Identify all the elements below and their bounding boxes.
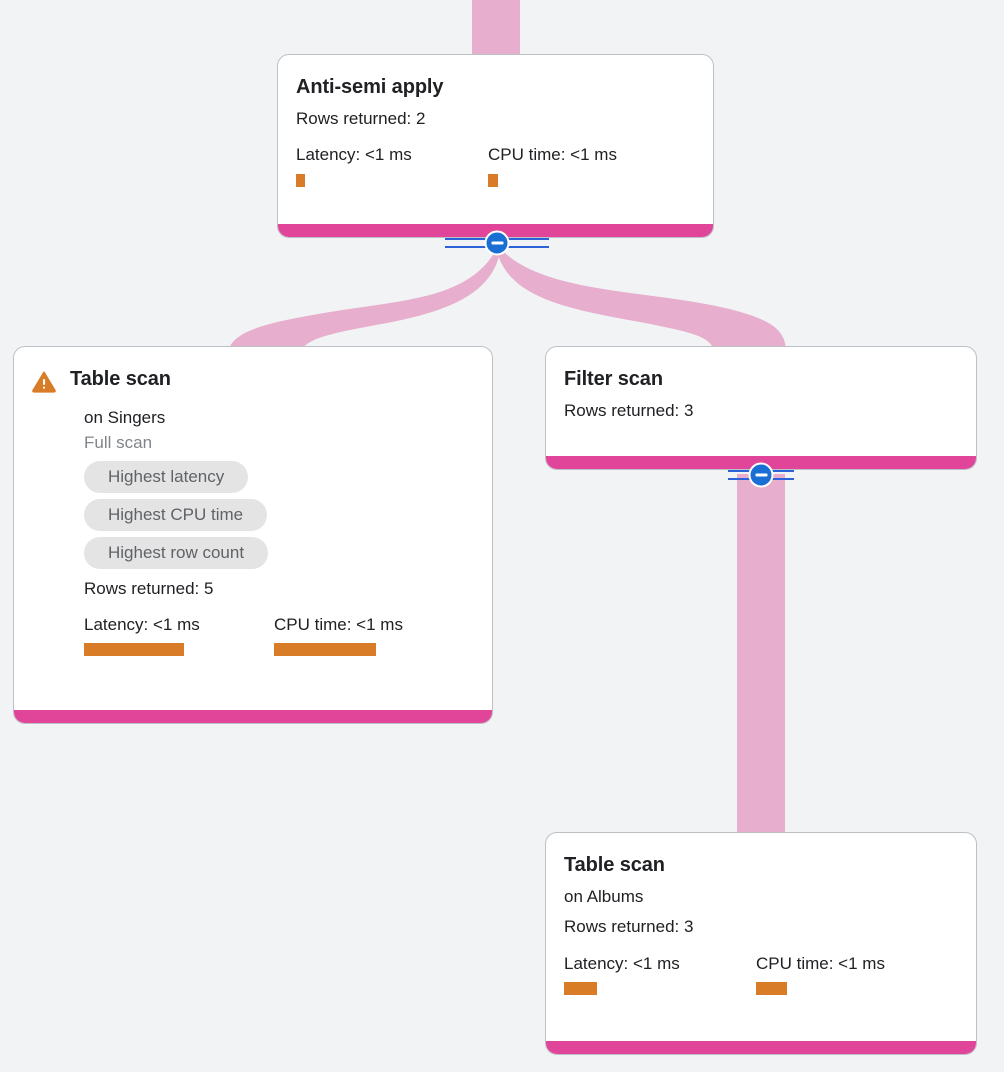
- latency-label: Latency: <1 ms: [84, 615, 200, 635]
- cpu-metric: CPU time: <1 ms: [274, 615, 403, 657]
- node-title: Table scan: [564, 854, 665, 876]
- node-scan-type: Full scan: [84, 433, 153, 453]
- cpu-bar: [488, 173, 498, 187]
- node-subtitle: on Singers: [84, 408, 166, 427]
- node-subtitle: on Albums: [564, 887, 644, 906]
- chip-highest-latency[interactable]: Highest latency: [84, 460, 249, 493]
- node-title: Anti-semi apply: [296, 76, 444, 98]
- latency-metric: Latency: <1 ms: [564, 954, 756, 995]
- node-filter-scan[interactable]: Filter scan Rows returned: 3: [545, 346, 977, 470]
- node-title: Table scan: [70, 368, 171, 390]
- collapse-minus-icon[interactable]: [748, 462, 774, 488]
- latency-bar: [564, 981, 597, 995]
- cpu-bar: [756, 981, 787, 995]
- node-body: Anti-semi apply Rows returned: 2 Latency…: [278, 55, 713, 224]
- rows-returned: Rows returned: 3: [564, 401, 694, 420]
- node-table-scan-singers[interactable]: Table scan on Singers Full scan Highest …: [13, 346, 493, 724]
- warning-triangle-icon: [32, 371, 56, 398]
- node-table-scan-albums[interactable]: Table scan on Albums Rows returned: 3 La…: [545, 832, 977, 1055]
- metrics-row: Latency: <1 ms CPU time: <1 ms: [564, 954, 958, 995]
- collapse-minus-icon[interactable]: [484, 230, 510, 256]
- node-title-row: Table scan: [32, 367, 474, 398]
- rows-returned: Rows returned: 2: [296, 109, 426, 128]
- node-footer-bar: [14, 710, 492, 723]
- node-body: Filter scan Rows returned: 3: [546, 347, 976, 456]
- cpu-label: CPU time: <1 ms: [488, 145, 617, 165]
- node-title-row: Anti-semi apply: [296, 75, 695, 99]
- node-footer-bar: [546, 1041, 976, 1054]
- metrics-row: Latency: <1 ms CPU time: <1 ms: [84, 615, 474, 657]
- edge-antisemi-to-singers: [228, 248, 500, 352]
- rows-returned: Rows returned: 3: [564, 917, 694, 937]
- latency-bar: [296, 173, 305, 187]
- insight-chips: Highest latency Highest CPU time Highest…: [84, 460, 474, 569]
- latency-label: Latency: <1 ms: [296, 145, 412, 165]
- rows-returned: Rows returned: 5: [84, 578, 214, 598]
- node-body: Table scan on Albums Rows returned: 3 La…: [546, 833, 976, 1041]
- metrics-row: Latency: <1 ms CPU time: <1 ms: [296, 145, 695, 187]
- latency-bar: [84, 643, 184, 657]
- node-details: on Singers Full scan Highest latency Hig…: [32, 407, 474, 657]
- collapse-toggle-anti-semi-apply[interactable]: [445, 230, 549, 256]
- node-title-row: Filter scan: [564, 367, 958, 391]
- node-body: Table scan on Singers Full scan Highest …: [14, 347, 492, 710]
- chip-highest-row-count[interactable]: Highest row count: [84, 536, 269, 569]
- cpu-metric: CPU time: <1 ms: [488, 145, 617, 187]
- cpu-label: CPU time: <1 ms: [756, 953, 885, 973]
- node-anti-semi-apply[interactable]: Anti-semi apply Rows returned: 2 Latency…: [277, 54, 714, 238]
- latency-metric: Latency: <1 ms: [296, 145, 488, 187]
- cpu-label: CPU time: <1 ms: [274, 615, 403, 635]
- edge-antisemi-to-filterscan: [497, 248, 786, 352]
- latency-label: Latency: <1 ms: [564, 953, 680, 973]
- edge-incoming-top: [472, 0, 520, 56]
- collapse-toggle-filter-scan[interactable]: [728, 462, 794, 488]
- latency-metric: Latency: <1 ms: [84, 615, 274, 657]
- cpu-bar: [274, 643, 376, 657]
- edge-filterscan-to-albums: [737, 474, 785, 836]
- chip-highest-cpu-time[interactable]: Highest CPU time: [84, 498, 268, 531]
- node-title-row: Table scan: [564, 853, 958, 877]
- node-title: Filter scan: [564, 368, 663, 390]
- cpu-metric: CPU time: <1 ms: [756, 954, 885, 995]
